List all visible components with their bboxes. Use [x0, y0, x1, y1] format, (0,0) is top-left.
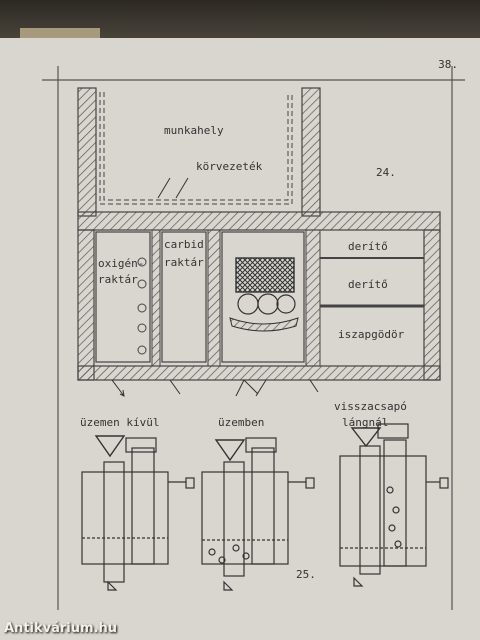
figure-24-number: 24. [376, 166, 396, 179]
label-workshop: munkahely [164, 124, 224, 137]
label-in-service: üzemben [218, 416, 265, 429]
label-out-of-service: üzemen kívül [80, 416, 160, 429]
watermark-logo: Antikvárium.hu [4, 621, 117, 636]
tape-strip [20, 28, 100, 40]
label-oxygen-store: oxigén- raktár [98, 257, 145, 286]
label-clarifier-1: derítő [348, 240, 388, 253]
label-sludge-pit: iszapgödör [338, 328, 405, 341]
page-number: 38. [438, 58, 458, 71]
label-backfire-1: visszacsapó [334, 400, 407, 413]
figure-25-apparatus [81, 423, 449, 591]
label-carbide-store: carbid raktár [164, 238, 204, 269]
figure-24-plan [77, 87, 441, 397]
figure-25-number: 25. [296, 568, 316, 581]
label-backfire-2: lángnál [342, 416, 389, 429]
label-ring-pipe: körvezeték [196, 160, 263, 173]
frame-lines [42, 66, 465, 610]
label-clarifier-2: derítő [348, 278, 388, 291]
